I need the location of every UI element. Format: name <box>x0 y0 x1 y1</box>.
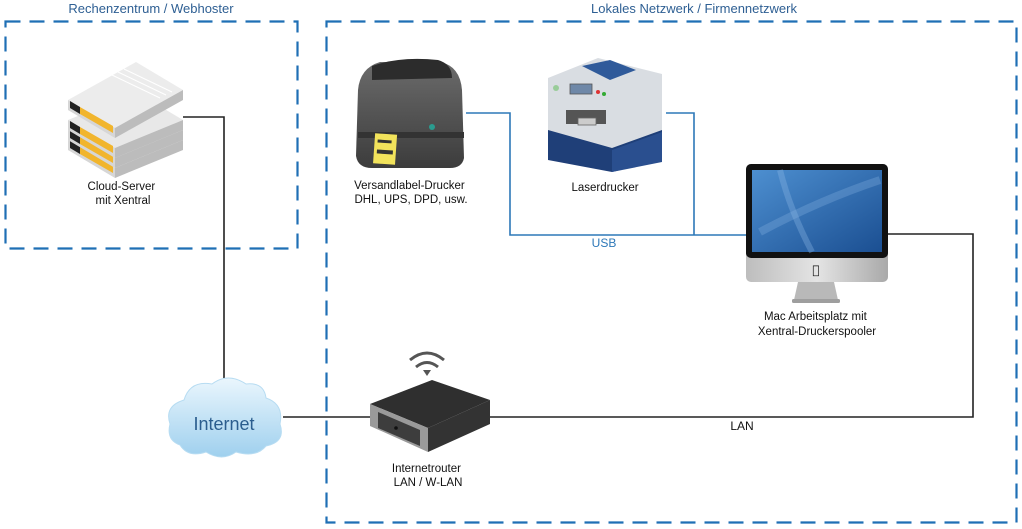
router-label: Internetrouter LAN / W-LAN <box>392 463 464 489</box>
router-label-line-2: LAN / W-LAN <box>394 477 463 489</box>
connection-laser-printer-usb <box>666 112 695 235</box>
laser-printer-icon <box>548 58 662 172</box>
mac-workstation-label-line-2: Xentral-Druckerspooler <box>758 326 876 338</box>
zone-local-network-border <box>325 20 1018 524</box>
cloud-server-label: Cloud-Server mit Xentral <box>88 181 159 207</box>
laser-printer-label-line-1: Laserdrucker <box>571 182 638 194</box>
wifi-signal-icon <box>409 351 445 369</box>
node-router[interactable]: Internetrouter LAN / W-LAN <box>370 351 490 489</box>
laser-printer-label: Laserdrucker <box>571 182 638 194</box>
label-printer-label-line-1: Versandlabel-Drucker <box>354 180 465 192</box>
cloud-server-label-line-2: mit Xentral <box>96 195 151 207</box>
usb-label: USB <box>592 236 617 250</box>
zone-datacenter-title: Rechenzentrum / Webhoster <box>68 1 234 16</box>
mac-workstation-label-line-1: Mac Arbeitsplatz mit <box>764 311 868 323</box>
wifi-router-icon <box>370 351 490 452</box>
node-internet[interactable]: Internet <box>168 377 282 458</box>
connection-server-internet <box>183 116 225 378</box>
zone-datacenter: Rechenzentrum / Webhoster <box>4 1 299 250</box>
zone-local-network-title: Lokales Netzwerk / Firmennetzwerk <box>591 1 797 16</box>
connection-label-printer-usb <box>466 112 746 236</box>
connection-router-mac-lan <box>490 233 974 418</box>
zone-local-network: Lokales Netzwerk / Firmennetzwerk <box>325 1 1018 524</box>
zone-datacenter-border <box>4 20 299 250</box>
node-cloud-server[interactable]: Cloud-Server mit Xentral <box>68 62 183 207</box>
router-label-line-1: Internetrouter <box>392 463 461 475</box>
label-printer-label-line-2: DHL, UPS, DPD, usw. <box>354 194 467 206</box>
internet-label: Internet <box>193 414 254 434</box>
server-stack-icon <box>68 62 183 178</box>
connections: USB LAN <box>183 112 974 433</box>
cloud-icon <box>168 377 282 458</box>
mac-workstation-label: Mac Arbeitsplatz mit Xentral-Druckerspoo… <box>758 311 876 338</box>
imac-icon:  <box>746 164 888 303</box>
label-printer-label: Versandlabel-Drucker DHL, UPS, DPD, usw. <box>354 180 468 206</box>
label-printer-icon <box>356 58 464 168</box>
apple-logo-icon:  <box>812 263 819 277</box>
cloud-server-label-line-1: Cloud-Server <box>88 181 156 193</box>
lan-label: LAN <box>730 419 753 433</box>
node-laser-printer[interactable]: Laserdrucker <box>548 58 662 194</box>
node-label-printer[interactable]: Versandlabel-Drucker DHL, UPS, DPD, usw. <box>354 58 468 206</box>
node-mac-workstation[interactable]:  Mac Arbeitsplatz mit Xentral-Druckersp… <box>746 164 888 338</box>
